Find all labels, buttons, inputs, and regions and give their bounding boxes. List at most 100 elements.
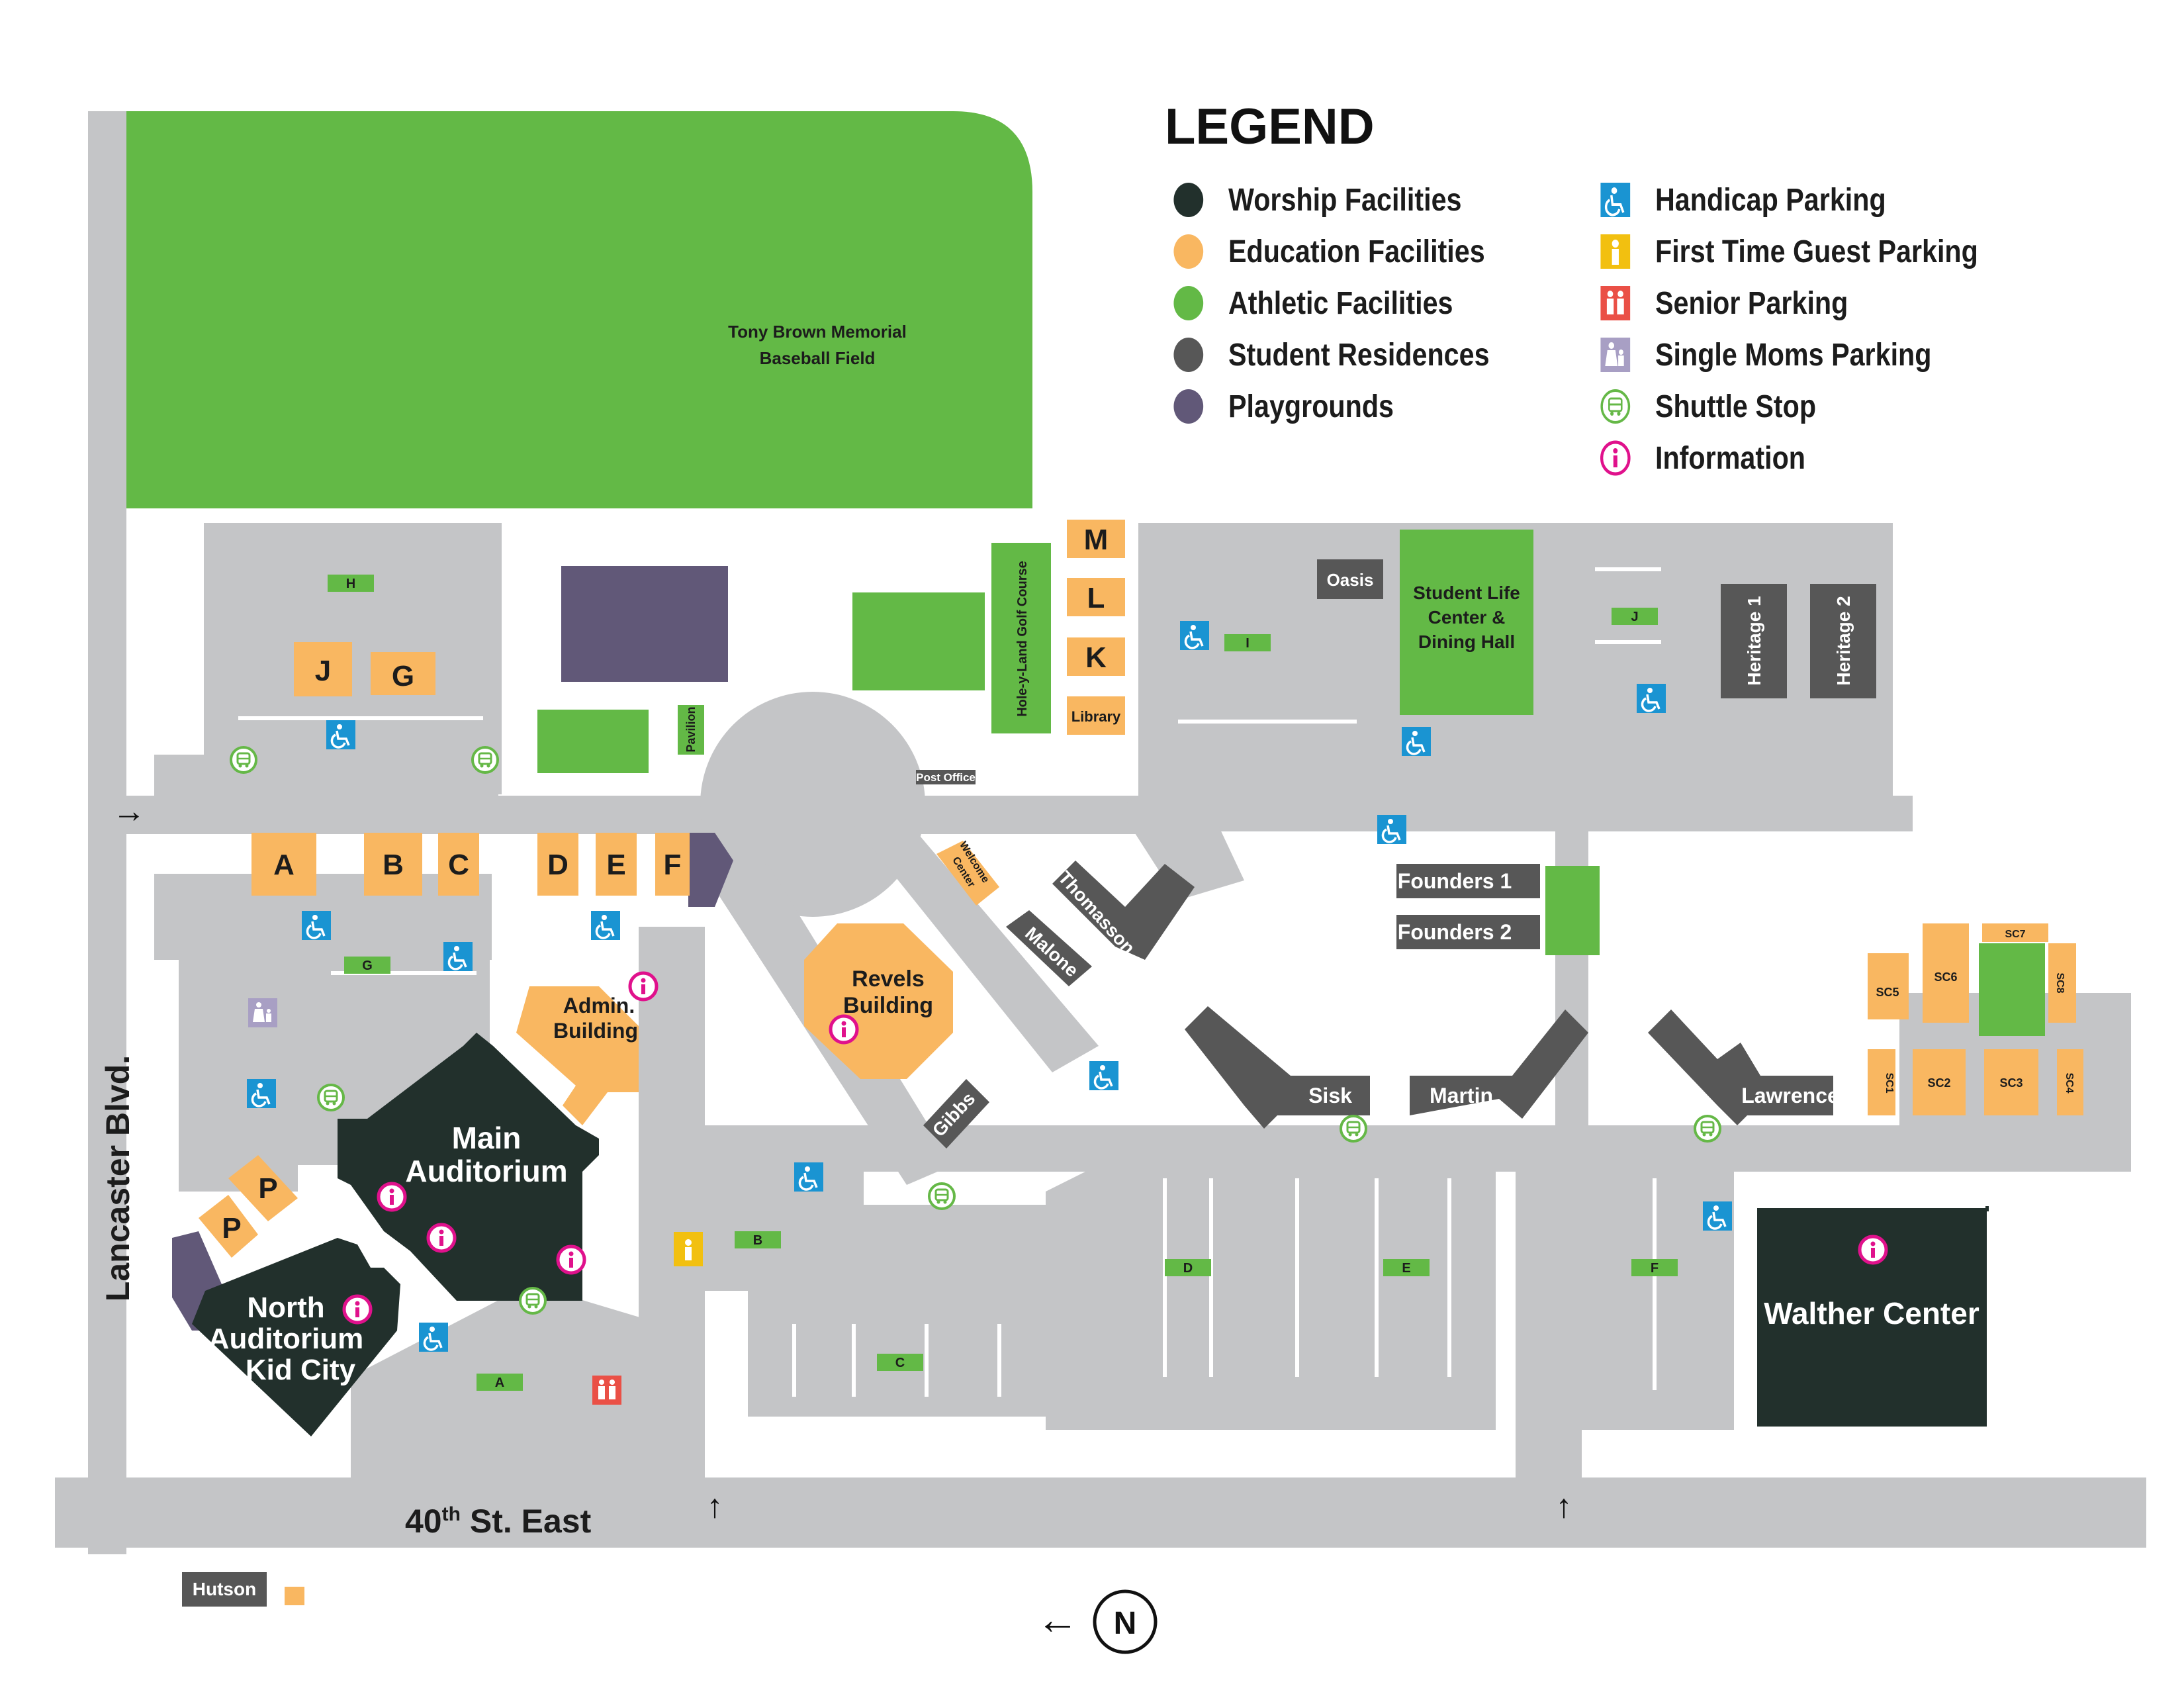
playground-dot-icon <box>1173 389 1204 424</box>
shuttle-icon <box>317 1084 345 1111</box>
athletic-field-founders <box>1545 866 1600 955</box>
legend-title: LEGEND <box>1165 99 1375 155</box>
info-icon <box>831 1016 857 1043</box>
legend-item-guest: First Time Guest Parking <box>1598 230 1978 273</box>
handicap-icon <box>1600 183 1631 217</box>
main-auditorium <box>338 1033 599 1301</box>
main-label-2: Auditorium <box>405 1154 567 1188</box>
playground-f <box>688 833 733 907</box>
handicap-icon <box>1179 620 1210 651</box>
martin-label: Martin <box>1430 1084 1493 1107</box>
sc2-label: SC2 <box>1927 1076 1950 1090</box>
legend-label: Playgrounds <box>1228 389 1394 424</box>
education-letters: J G A B C D E F M L K P P <box>222 524 1108 1244</box>
worship-dot-icon <box>1173 183 1204 217</box>
label-k: K <box>1085 641 1107 674</box>
shuttle-icon <box>471 746 499 774</box>
legend-label: Shuttle Stop <box>1655 389 1817 424</box>
lawrence-label: Lawrence <box>1741 1084 1839 1107</box>
main-label-1: Main <box>452 1121 522 1155</box>
building-c <box>438 833 479 896</box>
shuttle-icon <box>519 1287 547 1315</box>
sisk-label: Sisk <box>1308 1084 1352 1107</box>
guest-icon <box>674 1232 703 1266</box>
student-life-center <box>1400 530 1533 715</box>
info-icon <box>630 973 657 1000</box>
sc6-label: SC6 <box>1934 970 1957 984</box>
sc1-building <box>1868 1049 1895 1115</box>
parking-lines <box>238 567 1661 1397</box>
north-compass: N ← <box>1036 1589 1158 1654</box>
info-icon <box>344 1296 371 1323</box>
martin <box>1410 1009 1588 1119</box>
north-auditorium <box>192 1238 400 1436</box>
lot-d-tag <box>1165 1259 1211 1276</box>
handicap-icon <box>590 910 621 941</box>
athletic-field-2 <box>537 710 649 773</box>
legend-item-playgrounds: Playgrounds <box>1171 385 1394 428</box>
handicap-icon <box>442 941 474 972</box>
walther-label: Walther Center <box>1764 1296 1979 1331</box>
library <box>1067 696 1125 735</box>
hutson <box>182 1572 267 1607</box>
legend-label: Senior Parking <box>1655 285 1848 321</box>
building-p-lower <box>199 1195 258 1258</box>
lot-i-label: I <box>1246 636 1250 651</box>
legend-label: Worship Facilities <box>1228 182 1462 218</box>
lot-i-tag <box>1224 634 1271 651</box>
athletic-facilities: Tony Brown Memorial Baseball Field Pavil… <box>126 111 2045 1036</box>
legend-item-senior: Senior Parking <box>1598 282 1848 324</box>
malone <box>1006 910 1092 986</box>
legend-item-athletic: Athletic Facilities <box>1171 282 1453 324</box>
heritage-1 <box>1721 584 1787 698</box>
founders-2 <box>1396 915 1540 949</box>
lancaster-blvd-label: Lancaster Blvd. <box>99 1055 136 1301</box>
lot-e-tag <box>1383 1259 1430 1276</box>
gibbs <box>923 1079 989 1149</box>
label-p-lower: P <box>222 1212 241 1244</box>
founders-1 <box>1396 864 1540 898</box>
label-d: D <box>547 849 569 881</box>
athletic-dot-icon <box>1173 286 1204 320</box>
golf-label: Hole-y-Land Golf Course <box>1015 561 1030 717</box>
oasis-label: Oasis <box>1327 570 1374 590</box>
sc4-label: SC4 <box>2064 1072 2075 1093</box>
baseball-label-2: Baseball Field <box>760 348 876 368</box>
building-m <box>1067 520 1125 558</box>
hutson-label: Hutson <box>193 1579 256 1599</box>
lot-c-label: C <box>895 1356 905 1370</box>
legend-label: Information <box>1655 440 1806 476</box>
hutson-building <box>285 1587 304 1605</box>
handicap-icon <box>793 1161 825 1193</box>
founders-1-label: Founders 1 <box>1398 869 1512 893</box>
pavilion <box>678 705 704 755</box>
legend-label: Student Residences <box>1228 337 1490 373</box>
sc8-label: SC8 <box>2054 972 2066 993</box>
handicap-icon <box>1702 1200 1733 1232</box>
lot-e-label: E <box>1402 1261 1410 1276</box>
golf-course <box>991 543 1051 733</box>
building-a <box>251 833 316 896</box>
admin-label-2: Building <box>553 1019 638 1043</box>
legend-item-education: Education Facilities <box>1171 230 1485 273</box>
building-b <box>364 833 422 896</box>
legend-label: Single Moms Parking <box>1655 337 1932 373</box>
athletic-field-1 <box>852 592 985 690</box>
lot-h-tag <box>328 575 374 592</box>
shuttle-icon <box>1340 1115 1367 1143</box>
label-j: J <box>315 655 331 687</box>
student-life-label-2: Center & <box>1428 607 1506 628</box>
worship-facilities <box>192 1033 1989 1436</box>
legend-label: Education Facilities <box>1228 234 1485 269</box>
info-icon <box>379 1184 405 1210</box>
admin-building <box>516 986 639 1125</box>
single-moms-icon <box>1600 338 1631 372</box>
lawrence <box>1648 1009 1833 1125</box>
building-k <box>1067 637 1125 676</box>
handicap-icon <box>418 1321 449 1353</box>
education-facilities <box>199 520 2083 1605</box>
lot-f-tag <box>1631 1259 1678 1276</box>
handicap-icon <box>1088 1060 1120 1092</box>
building-f <box>655 833 690 896</box>
